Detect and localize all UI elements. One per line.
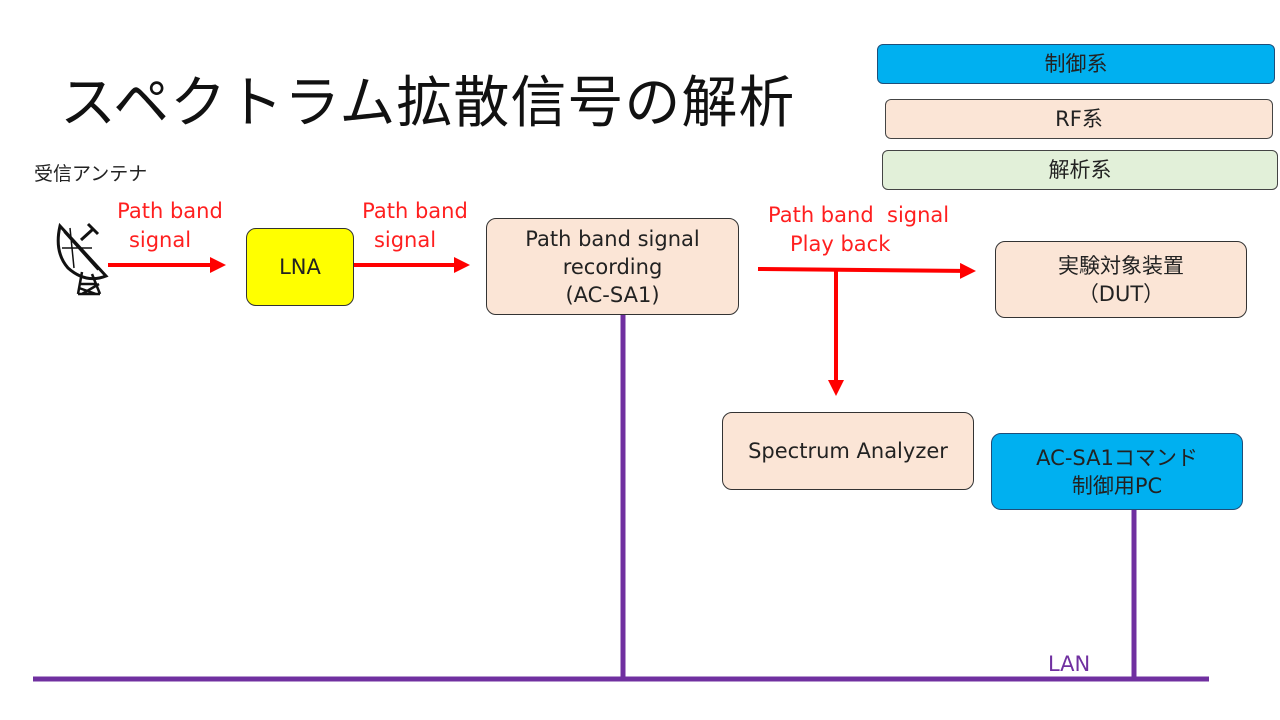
dut-block: 実験対象装置 （DUT）: [995, 241, 1247, 318]
antenna-label: 受信アンテナ: [34, 163, 148, 185]
legend-analysis-label: 解析系: [1048, 158, 1112, 182]
signal-label-playback: Path band signal Play back: [768, 201, 949, 259]
signal-label-line: Path band signal: [768, 203, 950, 227]
recorder-label-line: Path band signal: [525, 226, 700, 251]
lna-label: LNA: [279, 255, 321, 279]
spectrum-analyzer-label: Spectrum Analyzer: [748, 439, 948, 463]
control-pc-label-line: 制御用PC: [1071, 473, 1163, 498]
legend-analysis: 解析系: [882, 150, 1278, 190]
signal-label-line: signal: [373, 228, 437, 252]
arrow-recorder-dut: [757, 262, 976, 279]
satellite-dish-icon: [56, 222, 109, 296]
signal-label-line: Play back: [790, 232, 891, 256]
dut-label-line: 実験対象装置: [1058, 253, 1184, 278]
lan-label: LAN: [1048, 652, 1091, 676]
signal-label-antenna-lna: Path band signal: [110, 197, 230, 255]
lna-block: LNA: [246, 228, 354, 306]
page-title: スペクトラム拡散信号の解析: [60, 71, 796, 136]
recorder-label-line: (AC-SA1): [565, 282, 660, 307]
control-pc-label-line: AC-SA1コマンド: [1036, 445, 1198, 470]
signal-label-line: signal: [128, 228, 192, 252]
legend-rf-label: RF系: [1055, 107, 1103, 131]
signal-label-line: Path band: [117, 199, 223, 223]
recorder-label-line: recording: [562, 254, 663, 279]
signal-label-line: Path band: [362, 199, 468, 223]
legend-rf: RF系: [885, 99, 1273, 139]
signal-label-lna-recorder: Path band signal: [355, 197, 475, 255]
legend-control-label: 制御系: [1044, 52, 1108, 76]
dut-label-line: （DUT）: [1077, 281, 1165, 306]
control-pc-block: AC-SA1コマンド 制御用PC: [991, 433, 1243, 510]
legend-control: 制御系: [877, 44, 1275, 84]
spectrum-analyzer-block: Spectrum Analyzer: [722, 412, 974, 490]
recorder-block: Path band signal recording (AC-SA1): [486, 218, 739, 315]
